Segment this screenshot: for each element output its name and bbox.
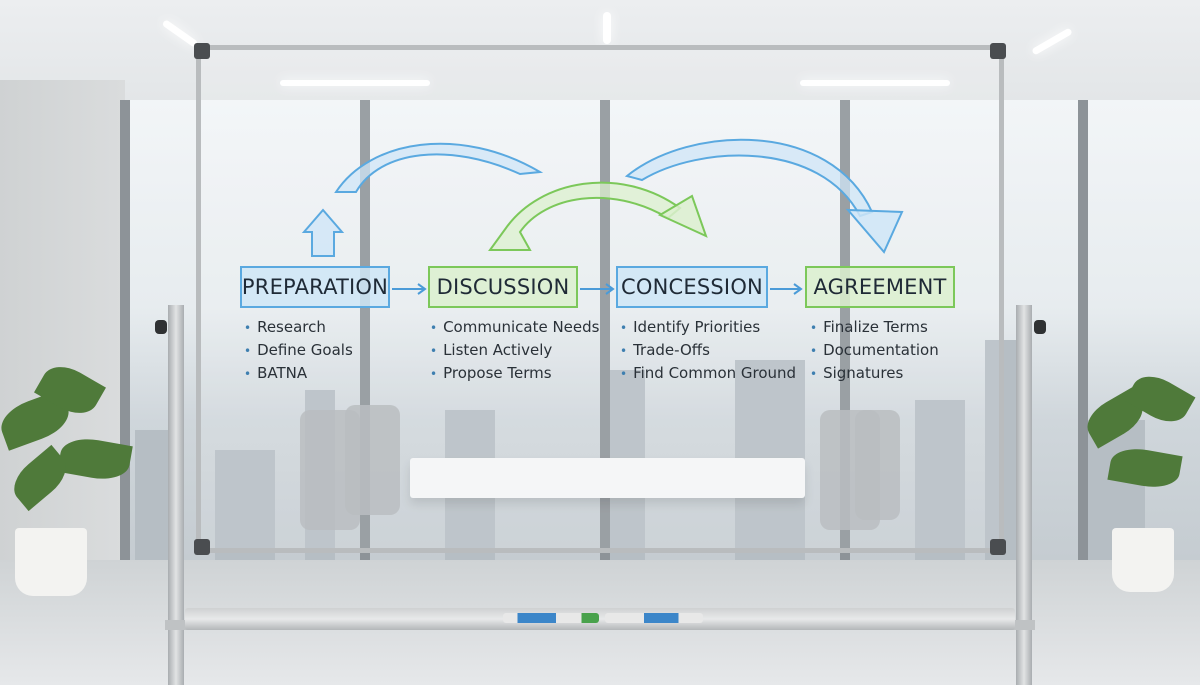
stage-box-agreement: AGREEMENT	[805, 266, 955, 308]
stage-list-agreement: Finalize Terms Documentation Signatures	[810, 316, 939, 385]
board-pivot-knob-right[interactable]	[1034, 320, 1046, 334]
list-item: Identify Priorities	[620, 316, 796, 339]
list-item: Define Goals	[244, 339, 353, 362]
board-stand-post-left	[168, 305, 184, 685]
stage-title: DISCUSSION	[436, 275, 570, 299]
plant-pot-left	[15, 528, 87, 596]
up-arrow	[301, 208, 345, 257]
building	[215, 450, 275, 560]
window-mullion	[120, 100, 130, 560]
connector-arrows	[392, 283, 803, 295]
stage-list-concession: Identify Priorities Trade-Offs Find Comm…	[620, 316, 796, 385]
list-item: Trade-Offs	[620, 339, 796, 362]
list-item: Find Common Ground	[620, 362, 796, 385]
ceiling-light	[280, 80, 430, 86]
marker-blue[interactable]	[503, 613, 599, 623]
list-item: Documentation	[810, 339, 939, 362]
chair	[345, 405, 400, 515]
board-corner	[990, 43, 1006, 59]
stage-title: AGREEMENT	[813, 275, 947, 299]
board-corner	[990, 539, 1006, 555]
marker-blue[interactable]	[605, 613, 703, 623]
list-item: BATNA	[244, 362, 353, 385]
plant-pot-right	[1112, 528, 1174, 592]
stage-box-discussion: DISCUSSION	[428, 266, 578, 308]
curved-arrow-blue-1	[334, 142, 544, 193]
list-item: Communicate Needs	[430, 316, 599, 339]
list-item: Finalize Terms	[810, 316, 939, 339]
curved-arrow-blue-head	[845, 208, 904, 254]
window-mullion	[360, 100, 370, 560]
stage-title: PREPARATION	[241, 275, 389, 299]
stage-list-preparation: Research Define Goals BATNA	[244, 316, 353, 385]
conference-table	[410, 458, 805, 498]
chair	[855, 410, 900, 520]
list-item: Signatures	[810, 362, 939, 385]
list-item: Listen Actively	[430, 339, 599, 362]
ceiling-light	[800, 80, 950, 86]
list-item: Propose Terms	[430, 362, 599, 385]
curved-arrow-green-1	[488, 181, 682, 251]
stage-box-concession: CONCESSION	[616, 266, 768, 308]
ceiling-light	[603, 12, 611, 44]
stage-title: CONCESSION	[621, 275, 763, 299]
window-mullion	[1078, 100, 1088, 560]
board-corner	[194, 43, 210, 59]
marker-tray	[185, 608, 1015, 630]
stage-box-preparation: PREPARATION	[240, 266, 390, 308]
window-mullion	[600, 100, 610, 560]
board-stand-post-right	[1016, 305, 1032, 685]
left-wall	[0, 80, 125, 600]
board-corner	[194, 539, 210, 555]
building	[915, 400, 965, 560]
curved-arrow-green-head	[657, 194, 708, 238]
list-item: Research	[244, 316, 353, 339]
board-pivot-knob-left[interactable]	[155, 320, 167, 334]
stage-list-discussion: Communicate Needs Listen Actively Propos…	[430, 316, 599, 385]
